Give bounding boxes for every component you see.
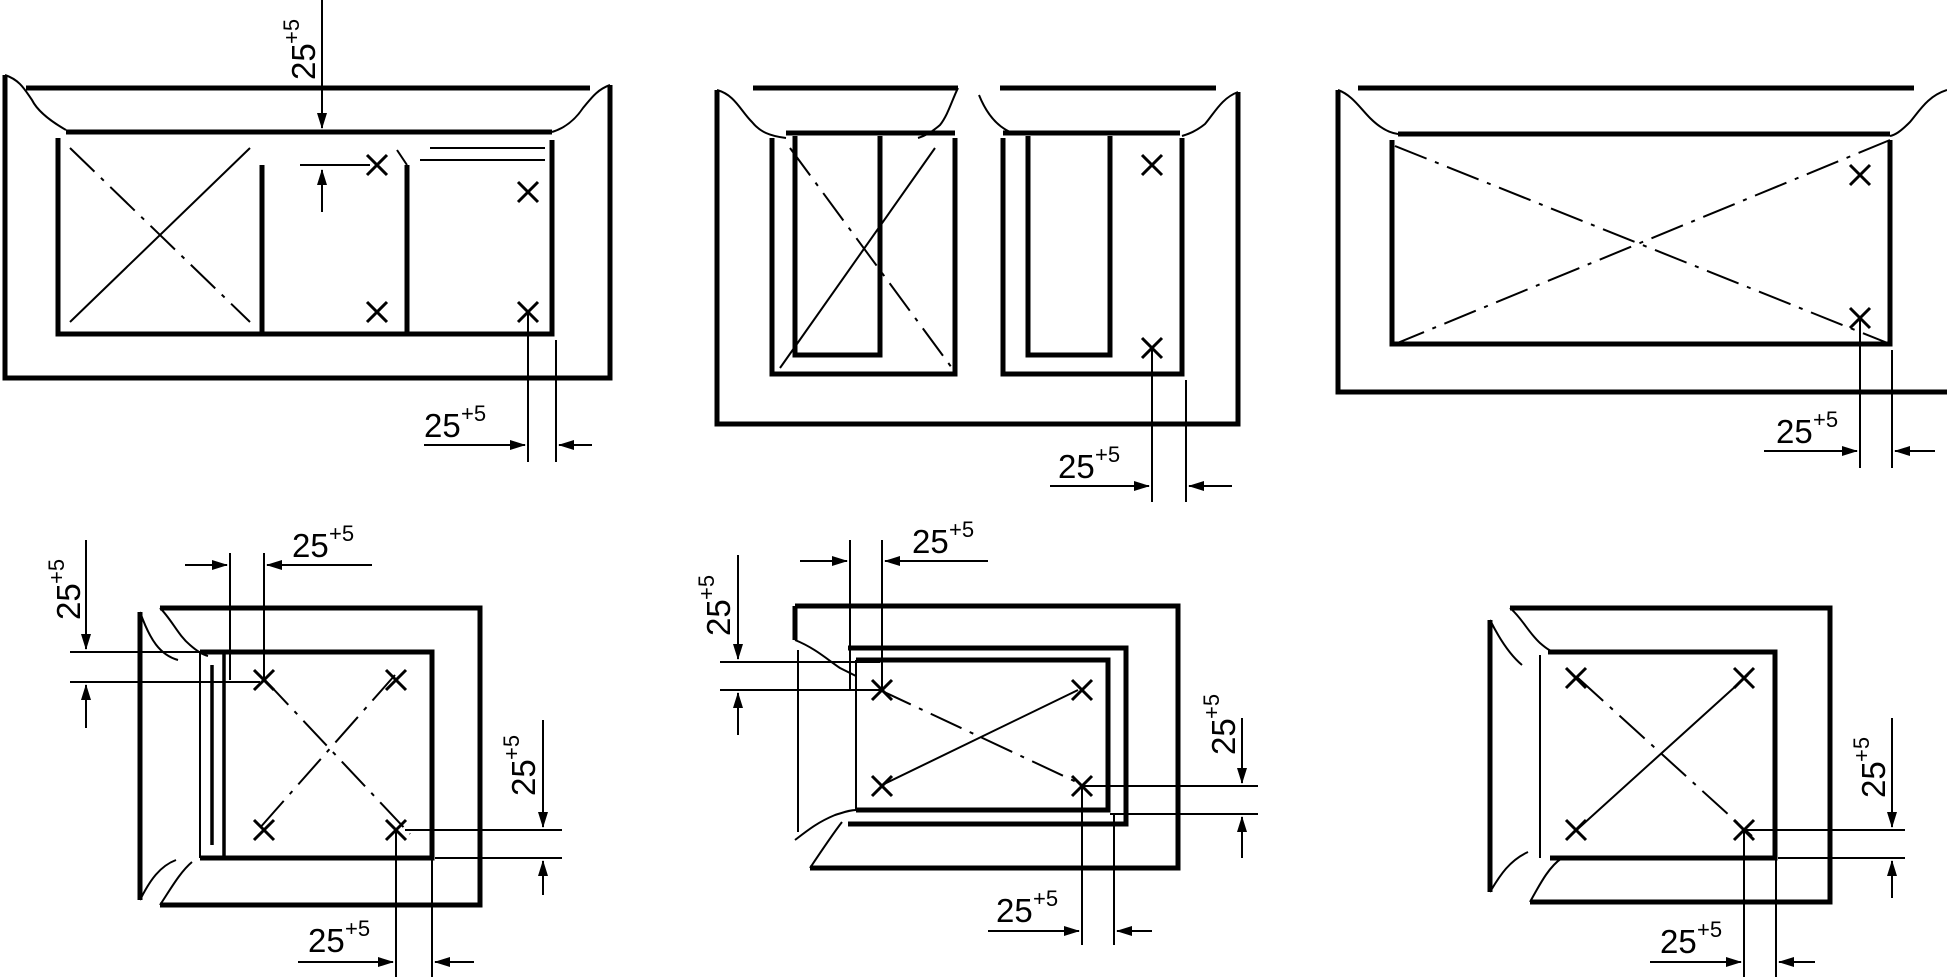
dimension-label: 25 +5 xyxy=(279,19,322,80)
cross-mark xyxy=(1848,163,1872,187)
svg-text:+5: +5 xyxy=(1095,442,1120,467)
svg-text:+5: +5 xyxy=(1199,694,1224,719)
dimension-label: 25 +5 xyxy=(1199,694,1242,755)
svg-text:25: 25 xyxy=(1776,413,1813,450)
cross-mark xyxy=(1732,666,1756,690)
cross-mark xyxy=(1070,678,1094,702)
svg-text:+5: +5 xyxy=(44,559,69,584)
svg-text:+5: +5 xyxy=(1033,886,1058,911)
cross-mark xyxy=(1564,666,1588,690)
dimension-label: 25 +5 xyxy=(424,401,486,444)
cross-mark xyxy=(1140,153,1164,177)
cross-mark xyxy=(1564,818,1588,842)
dimension-label: 25 +5 xyxy=(1849,737,1892,798)
cross-mark xyxy=(384,668,408,692)
panel-top-middle: 25 +5 xyxy=(714,85,1241,502)
panel-top-right: 25 +5 xyxy=(1335,85,1947,468)
panel-bottom-right: 25 +5 25 +5 xyxy=(1487,605,1905,977)
svg-text:25: 25 xyxy=(1660,923,1697,960)
dimension-label: 25 +5 xyxy=(308,916,370,959)
svg-text:25: 25 xyxy=(1058,448,1095,485)
panel-bottom-middle: 25 +5 25 +5 25 +5 25 +5 xyxy=(694,517,1258,945)
svg-text:25: 25 xyxy=(912,523,949,560)
cross-mark xyxy=(252,818,276,842)
dimension-label: 25 +5 xyxy=(1776,407,1838,450)
dimension-label: 25 +5 xyxy=(1660,917,1722,960)
svg-text:+5: +5 xyxy=(1849,737,1874,762)
svg-text:+5: +5 xyxy=(1813,407,1838,432)
panel-top-left: 25 +5 25 +5 xyxy=(2,0,613,462)
cross-mark xyxy=(365,153,389,177)
svg-text:+5: +5 xyxy=(345,916,370,941)
svg-text:25: 25 xyxy=(700,599,737,636)
dimension-label: 25 +5 xyxy=(44,559,87,620)
svg-text:25: 25 xyxy=(285,43,322,80)
svg-text:+5: +5 xyxy=(1697,917,1722,942)
svg-text:+5: +5 xyxy=(499,735,524,760)
svg-text:25: 25 xyxy=(1855,761,1892,798)
svg-text:+5: +5 xyxy=(461,401,486,426)
dimension-label: 25 +5 xyxy=(1058,442,1120,485)
svg-text:25: 25 xyxy=(1205,718,1242,755)
cross-mark xyxy=(516,180,540,204)
dimension-label: 25 +5 xyxy=(912,517,974,560)
svg-text:+5: +5 xyxy=(279,19,304,44)
panel-bottom-left: 25 +5 25 +5 25 +5 25 +5 xyxy=(44,521,562,977)
svg-text:+5: +5 xyxy=(329,521,354,546)
dimension-label: 25 +5 xyxy=(694,575,737,636)
cross-mark xyxy=(870,774,894,798)
svg-text:25: 25 xyxy=(424,407,461,444)
svg-text:25: 25 xyxy=(996,892,1033,929)
svg-text:25: 25 xyxy=(505,759,542,796)
dimension-label: 25 +5 xyxy=(499,735,542,796)
svg-text:25: 25 xyxy=(50,583,87,620)
dimension-label: 25 +5 xyxy=(996,886,1058,929)
svg-text:25: 25 xyxy=(308,922,345,959)
svg-text:25: 25 xyxy=(292,527,329,564)
svg-text:+5: +5 xyxy=(949,517,974,542)
cross-mark xyxy=(365,300,389,324)
dimension-label: 25 +5 xyxy=(292,521,354,564)
svg-text:+5: +5 xyxy=(694,575,719,600)
